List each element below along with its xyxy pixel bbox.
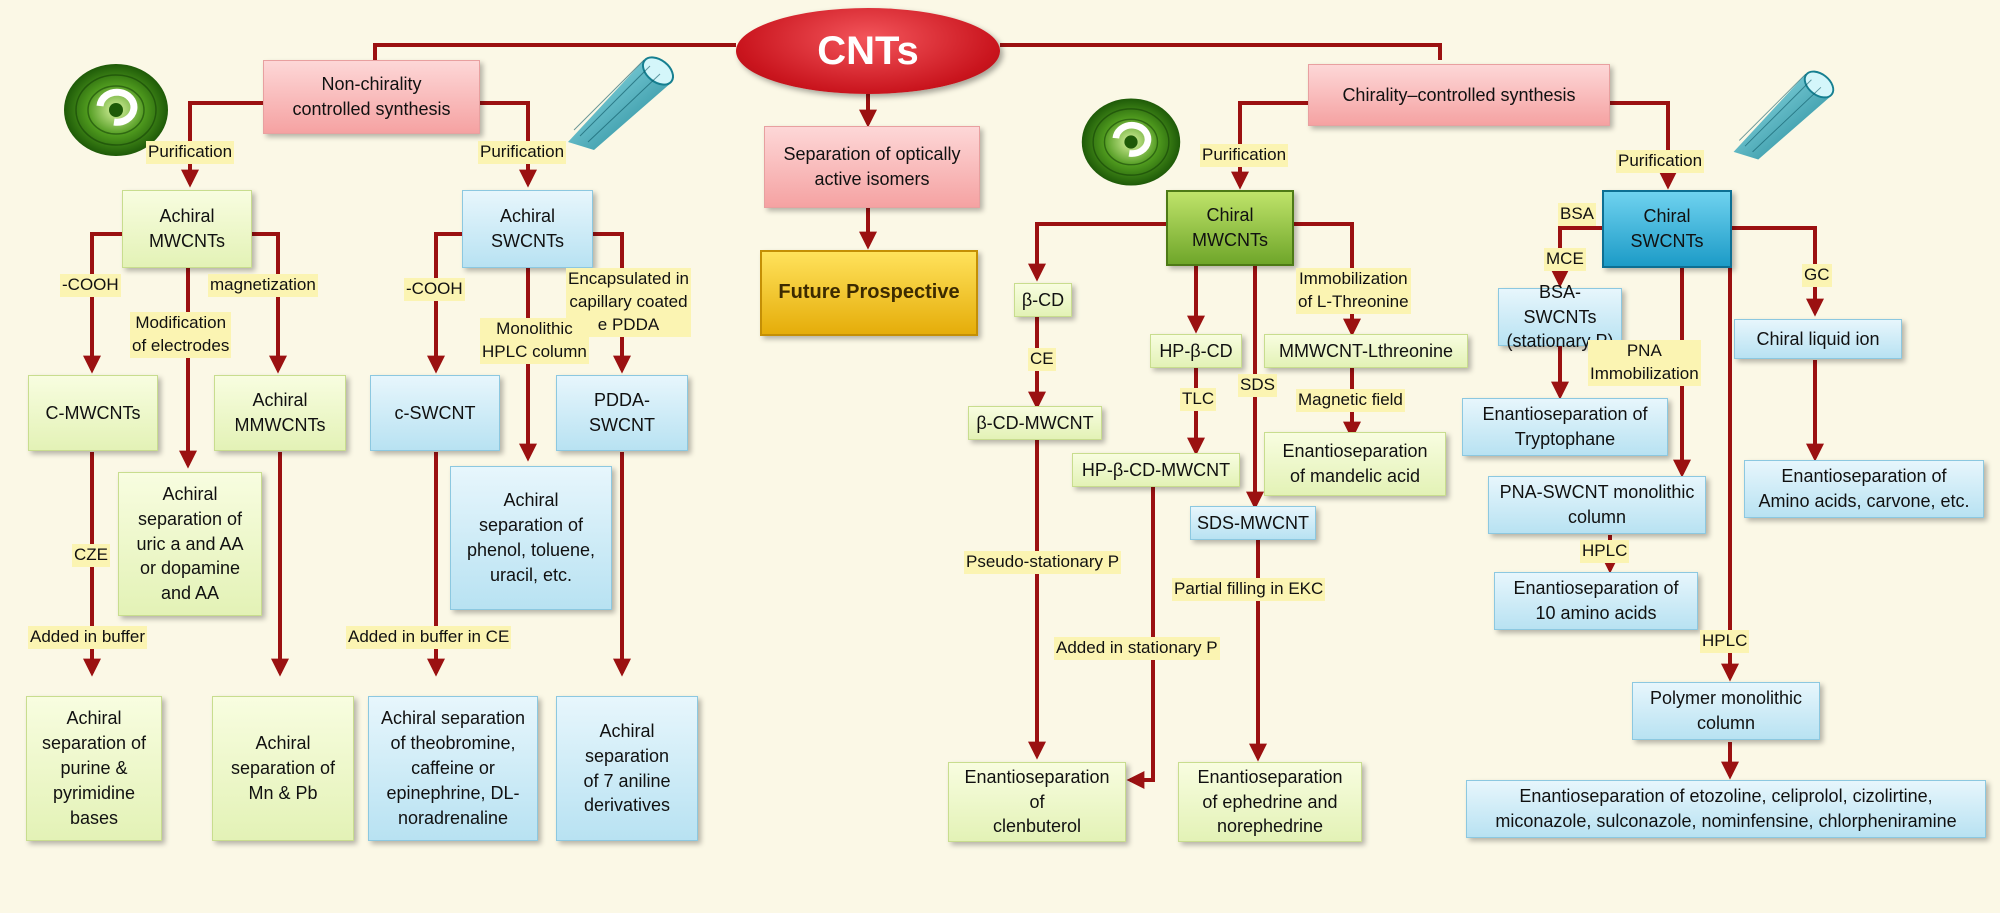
label-pseudo-stationary: Pseudo-stationary P xyxy=(964,551,1122,574)
label-tlc: TLC xyxy=(1180,388,1217,411)
label-partial-filling: Partial filling in EKC xyxy=(1172,578,1326,601)
label-hplc: HPLC xyxy=(1580,540,1630,563)
label-added-in-buffer-ce: Added in buffer in CE xyxy=(346,626,512,649)
node-achiral-swcnts: Achiral SWCNTs xyxy=(462,190,593,268)
node-pdda-swcnt: PDDA- SWCNT xyxy=(556,375,688,451)
node-future-prospective: Future Prospective xyxy=(760,250,978,336)
node-chiral-mwcnts: Chiral MWCNTs xyxy=(1166,190,1294,266)
root-cnts: CNTs xyxy=(736,8,1000,94)
node-separation: Separation of optically active isomers xyxy=(764,126,980,208)
label-modification: Modification of electrodes xyxy=(130,312,232,358)
node-achiral-purine: Achiral separation of purine & pyrimidin… xyxy=(26,696,162,841)
cnt-ring-icon xyxy=(64,64,168,156)
label-added-in-buffer: Added in buffer xyxy=(28,626,147,649)
node-polymer-monolithic: Polymer monolithic column xyxy=(1632,682,1820,740)
node-achiral-uric: Achiral separation of uric a and AA or d… xyxy=(118,472,262,616)
node-achiral-aniline: Achiral separation of 7 aniline derivati… xyxy=(556,696,698,841)
node-enantio-amino: Enantioseparation of Amino acids, carvon… xyxy=(1744,460,1984,518)
node-achiral-mn-pb: Achiral separation of Mn & Pb xyxy=(212,696,354,841)
node-bsa-swcnts: BSA-SWCNTs (stationary P) xyxy=(1498,282,1622,351)
label-added-stationary: Added in stationary P xyxy=(1054,637,1220,660)
node-hp-beta-cd: HP-β-CD xyxy=(1150,334,1242,368)
node-beta-cd-mwcnt: β-CD-MWCNT xyxy=(968,406,1102,440)
node-sds-mwcnt: SDS-MWCNT xyxy=(1190,506,1316,540)
label-magnetization: magnetization xyxy=(208,274,318,297)
label-monolithic-hplc: Monolithic HPLC column xyxy=(480,318,589,364)
label-bsa: BSA xyxy=(1558,203,1597,226)
node-non-chirality: Non-chirality controlled synthesis xyxy=(263,60,480,134)
label-purification: Purification xyxy=(1200,144,1289,167)
node-enantio-mandelic: Enantioseparation of mandelic acid xyxy=(1264,432,1446,496)
label-gc: GC xyxy=(1802,264,1832,287)
label-purification: Purification xyxy=(1616,150,1705,173)
node-achiral-mwcnts: Achiral MWCNTs xyxy=(122,190,252,268)
cnt-ring-icon xyxy=(1081,98,1181,186)
node-chirality: Chirality–controlled synthesis xyxy=(1308,64,1610,126)
label-sds: SDS xyxy=(1238,374,1277,397)
cnt-tube-icon xyxy=(568,56,675,150)
label-cooh: -COOH xyxy=(60,274,121,297)
label-pna-immobilization: PNA Immobilization xyxy=(1588,340,1701,386)
node-enantio-clenbuterol: Enantioseparation of clenbuterol xyxy=(948,762,1126,842)
label-cze: CZE xyxy=(72,544,110,567)
node-c-swcnt: c-SWCNT xyxy=(370,375,500,451)
node-hp-beta-cd-mwcnt: HP-β-CD-MWCNT xyxy=(1072,453,1240,487)
node-chiral-swcnts: Chiral SWCNTs xyxy=(1602,190,1732,268)
node-enantio-tryptophane: Enantioseparation of Tryptophane xyxy=(1462,398,1668,456)
label-cooh: -COOH xyxy=(404,278,465,301)
label-purification: Purification xyxy=(146,141,235,164)
node-achiral-theobromine: Achiral separation of theobromine, caffe… xyxy=(368,696,538,841)
node-beta-cd: β-CD xyxy=(1014,283,1072,317)
node-achiral-phenol: Achiral separation of phenol, toluene, u… xyxy=(450,466,612,610)
node-enantio-ephedrine: Enantioseparation of ephedrine and norep… xyxy=(1178,762,1362,842)
label-purification: Purification xyxy=(478,141,567,164)
node-mmwcnt-lthreonine: MMWCNT-Lthreonine xyxy=(1264,334,1468,368)
node-c-mwcnts: C-MWCNTs xyxy=(28,375,158,451)
node-enantio-10aa: Enantioseparation of 10 amino acids xyxy=(1494,572,1698,630)
label-magnetic-field: Magnetic field xyxy=(1296,389,1405,412)
node-enantio-etozoline: Enantioseparation of etozoline, celiprol… xyxy=(1466,780,1986,838)
node-pna-swcnt: PNA-SWCNT monolithic column xyxy=(1488,476,1706,534)
label-mce: MCE xyxy=(1544,248,1586,271)
node-achiral-mmwcnts: Achiral MMWCNTs xyxy=(214,375,346,451)
label-hplc: HPLC xyxy=(1700,630,1750,653)
label-immobilization-thr: Immobilization of L-Threonine xyxy=(1296,268,1411,314)
cnt-tube-icon xyxy=(1733,70,1835,160)
node-chiral-liquid-ion: Chiral liquid ion xyxy=(1734,319,1902,359)
label-ce: CE xyxy=(1028,348,1056,371)
